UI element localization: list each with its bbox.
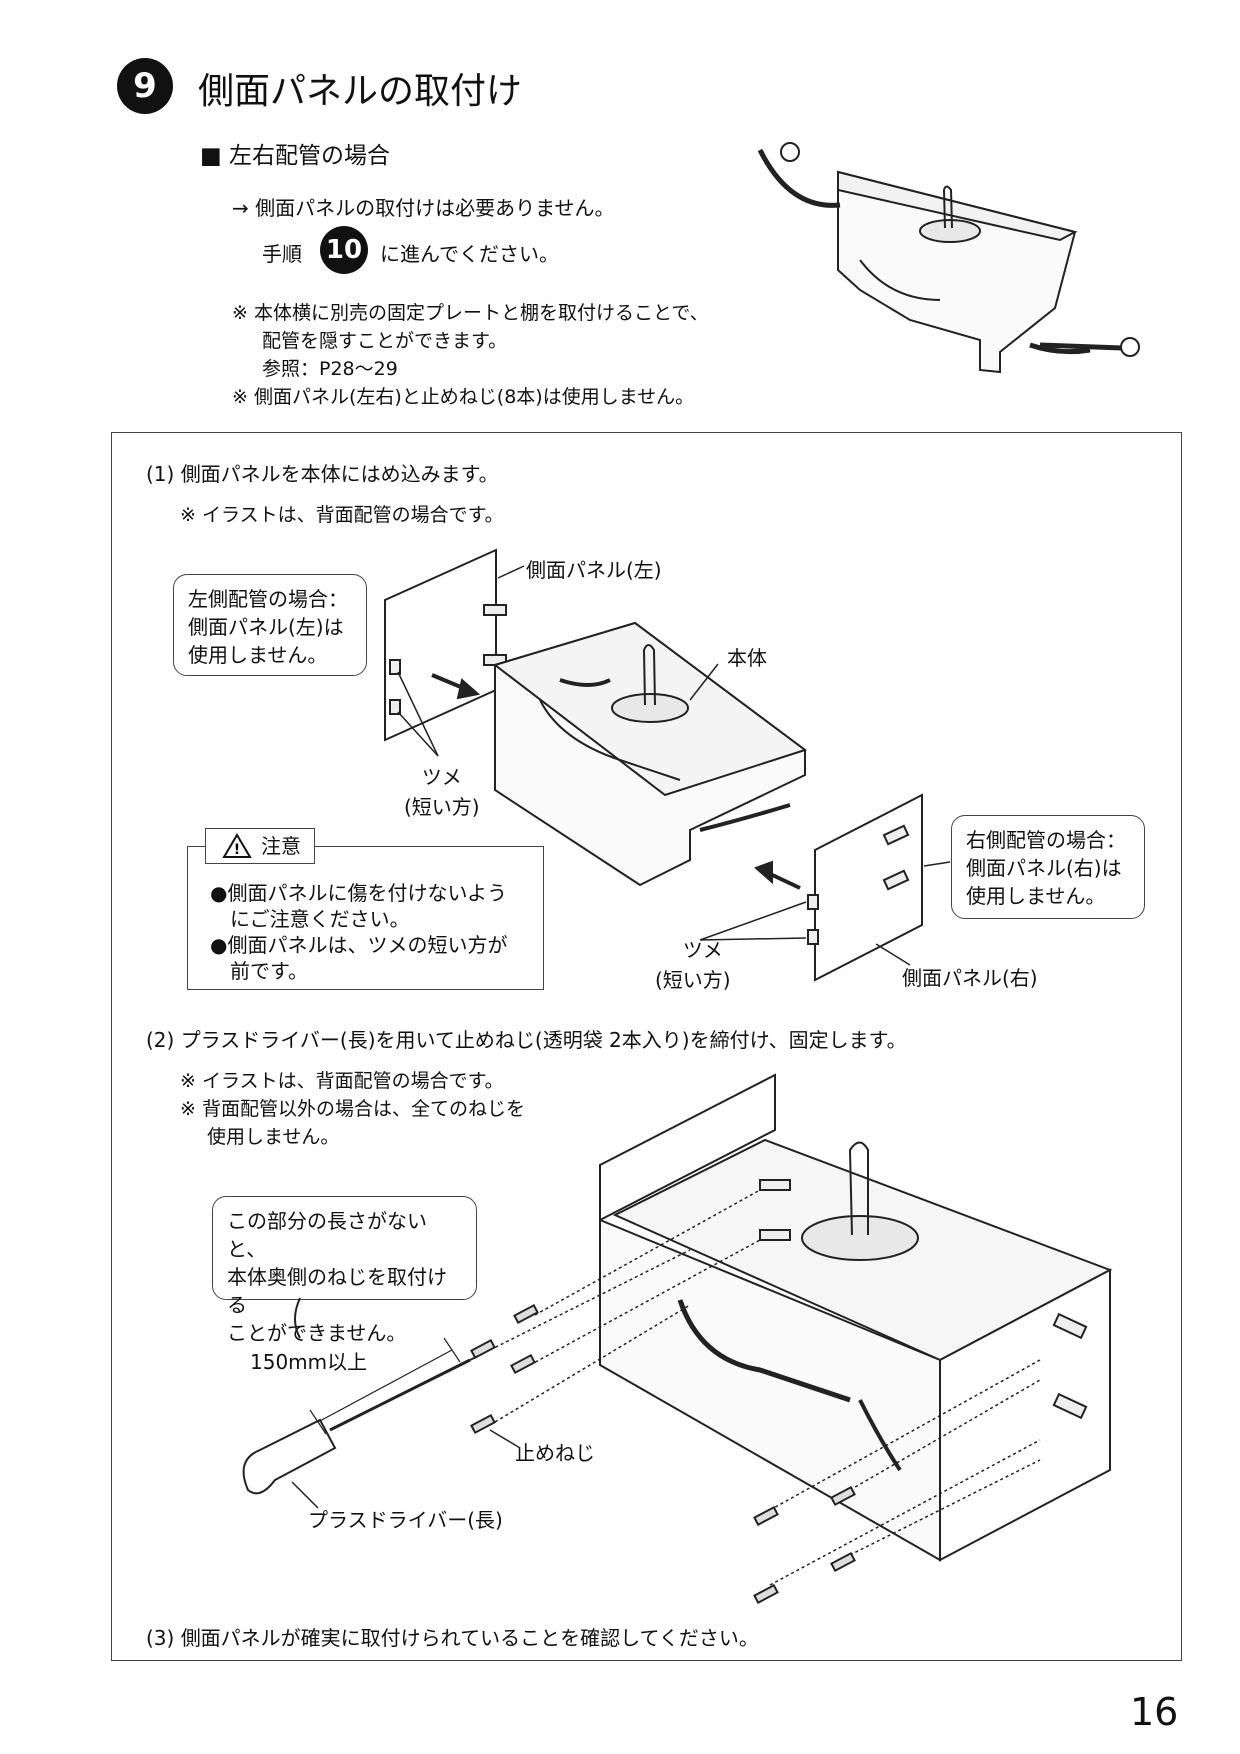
label-left-panel: 側面パネル(左)	[526, 558, 662, 582]
caution-title: 注意	[261, 834, 301, 858]
label-tab-right: ツメ (短い方)	[655, 938, 731, 992]
caution-item-2: ●側面パネルは、ツメの短い方が 前です。	[210, 933, 508, 983]
label-driver: プラスドライバー(長)	[308, 1508, 503, 1532]
label-length: 150mm以上	[250, 1350, 368, 1374]
section-heading-left-right: ■ 左右配管の場合	[200, 143, 391, 169]
step-number-badge: 9	[117, 58, 173, 114]
lr-note2: ※ 側面パネル(左右)と止めねじ(8本)は使用しません。	[232, 386, 695, 408]
warning-triangle-icon: !	[222, 833, 252, 869]
page-number: 16	[1130, 1690, 1179, 1734]
caution-tab: ! 注意	[205, 828, 315, 864]
step2-note1: ※ イラストは、背面配管の場合です。	[180, 1070, 504, 1092]
step2-note2-line2: 使用しません。	[207, 1126, 340, 1148]
label-body: 本体	[727, 646, 767, 670]
caution-item-1: ●側面パネルに傷を付けないよう にご注意ください。	[210, 881, 508, 931]
caution-box	[187, 846, 544, 990]
step1-instruction: (1) 側面パネルを本体にはめ込みます。	[146, 462, 499, 486]
step1-note: ※ イラストは、背面配管の場合です。	[180, 504, 504, 526]
left-piping-bubble: 左側配管の場合： 側面パネル(左)は 使用しません。	[173, 574, 367, 676]
step2-note2-line1: ※ 背面配管以外の場合は、全てのねじを	[180, 1098, 525, 1120]
lr-line1: → 側面パネルの取付けは必要ありません。	[232, 196, 615, 220]
procedure-step-badge: 10	[320, 226, 368, 274]
step3-instruction: (3) 側面パネルが確実に取付けられていることを確認してください。	[146, 1626, 759, 1650]
step2-instruction: (2) プラスドライバー(長)を用いて止めねじ(透明袋 2本入り)を締付け、固定…	[146, 1028, 907, 1052]
label-screw: 止めねじ	[515, 1441, 595, 1465]
label-tab-left: ツメ (短い方)	[404, 765, 480, 819]
svg-text:!: !	[234, 842, 240, 858]
instruction-frame	[111, 432, 1182, 1661]
lr-note1-line1: ※ 本体横に別売の固定プレートと棚を取付けることで、	[232, 302, 709, 324]
procedure-suffix: に進んでください。	[380, 242, 559, 266]
lr-note1-line2: 配管を隠すことができます。	[262, 330, 508, 352]
right-piping-bubble: 右側配管の場合： 側面パネル(右)は 使用しません。	[951, 815, 1145, 919]
length-bubble: この部分の長さがないと、 本体奥側のねじを取付ける ことができません。	[212, 1196, 477, 1345]
page-title: 側面パネルの取付け	[198, 71, 523, 112]
label-right-panel: 側面パネル(右)	[902, 966, 1038, 990]
lr-note1-line3: 参照：P28～29	[262, 358, 398, 380]
procedure-prefix: 手順	[262, 242, 302, 266]
